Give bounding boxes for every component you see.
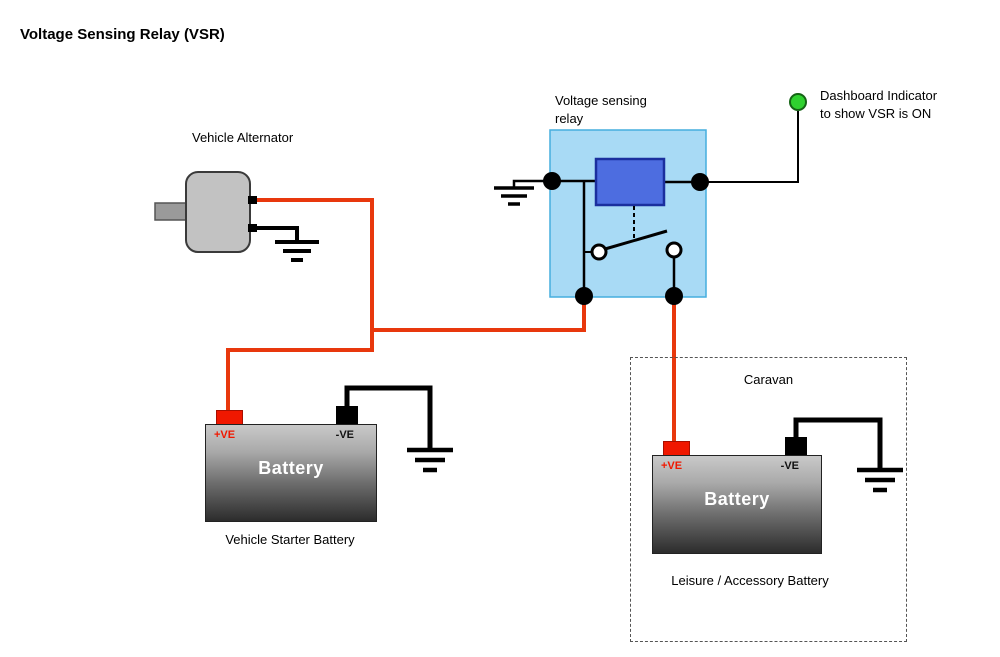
relay-terminal-output: [665, 287, 683, 305]
leisure-battery: +VE -VE Battery: [652, 455, 822, 554]
starter-battery-caption: Vehicle Starter Battery: [225, 532, 355, 547]
switch-contact-left: [590, 243, 608, 261]
switch-contact-right: [665, 241, 683, 259]
alternator-label: Vehicle Alternator: [192, 130, 294, 145]
relay-ground: [494, 179, 552, 206]
relay-terminal-input: [575, 287, 593, 305]
switch-blade: [604, 229, 668, 251]
starter-battery-negative-terminal: [336, 406, 358, 424]
relay-label: Voltage sensing relay: [555, 93, 647, 126]
alternator-symbol: [154, 171, 257, 253]
positive-wire-red: [226, 198, 676, 443]
relay-coil: [594, 157, 666, 207]
leisure-battery-ground: [793, 417, 903, 493]
starter-battery-ground: [344, 385, 453, 473]
page-title: Voltage Sensing Relay (VSR): [20, 26, 225, 43]
starter-battery: +VE -VE Battery: [205, 424, 377, 522]
leisure-battery-plus-label: +VE: [661, 460, 683, 472]
dashboard-indicator-label: Dashboard Indicator to show VSR is ON: [820, 88, 938, 121]
alternator-terminal-ground: [248, 224, 257, 232]
red-wire-alternator-to-starter: [226, 198, 374, 410]
alternator-shaft: [154, 202, 190, 221]
indicator-lamp-icon: [789, 93, 807, 111]
caravan-label: Caravan: [743, 372, 794, 387]
leisure-battery-negative-terminal: [785, 437, 807, 455]
ground-icon: [407, 447, 453, 473]
ground-icon: [494, 186, 534, 206]
leisure-battery-minus-label: -VE: [780, 460, 799, 472]
caravan-boundary: Caravan: [630, 357, 907, 642]
leisure-battery-caption: Leisure / Accessory Battery: [671, 573, 829, 588]
starter-battery-name: Battery: [258, 457, 324, 478]
alternator-ground: [253, 226, 319, 262]
ground-icon: [275, 240, 319, 262]
ground-icon: [857, 467, 903, 493]
alternator-body: [185, 171, 251, 253]
leisure-battery-name: Battery: [704, 488, 770, 509]
starter-battery-minus-label: -VE: [335, 429, 354, 441]
indicator-wire: [700, 111, 799, 183]
starter-battery-plus-label: +VE: [214, 429, 236, 441]
relay-box: [549, 129, 707, 298]
indicator-circuit: [700, 93, 807, 183]
alternator-terminal-plus: [248, 196, 257, 204]
relay-terminal-ground: [543, 172, 561, 190]
red-wire-branch-to-relay: [372, 297, 586, 332]
